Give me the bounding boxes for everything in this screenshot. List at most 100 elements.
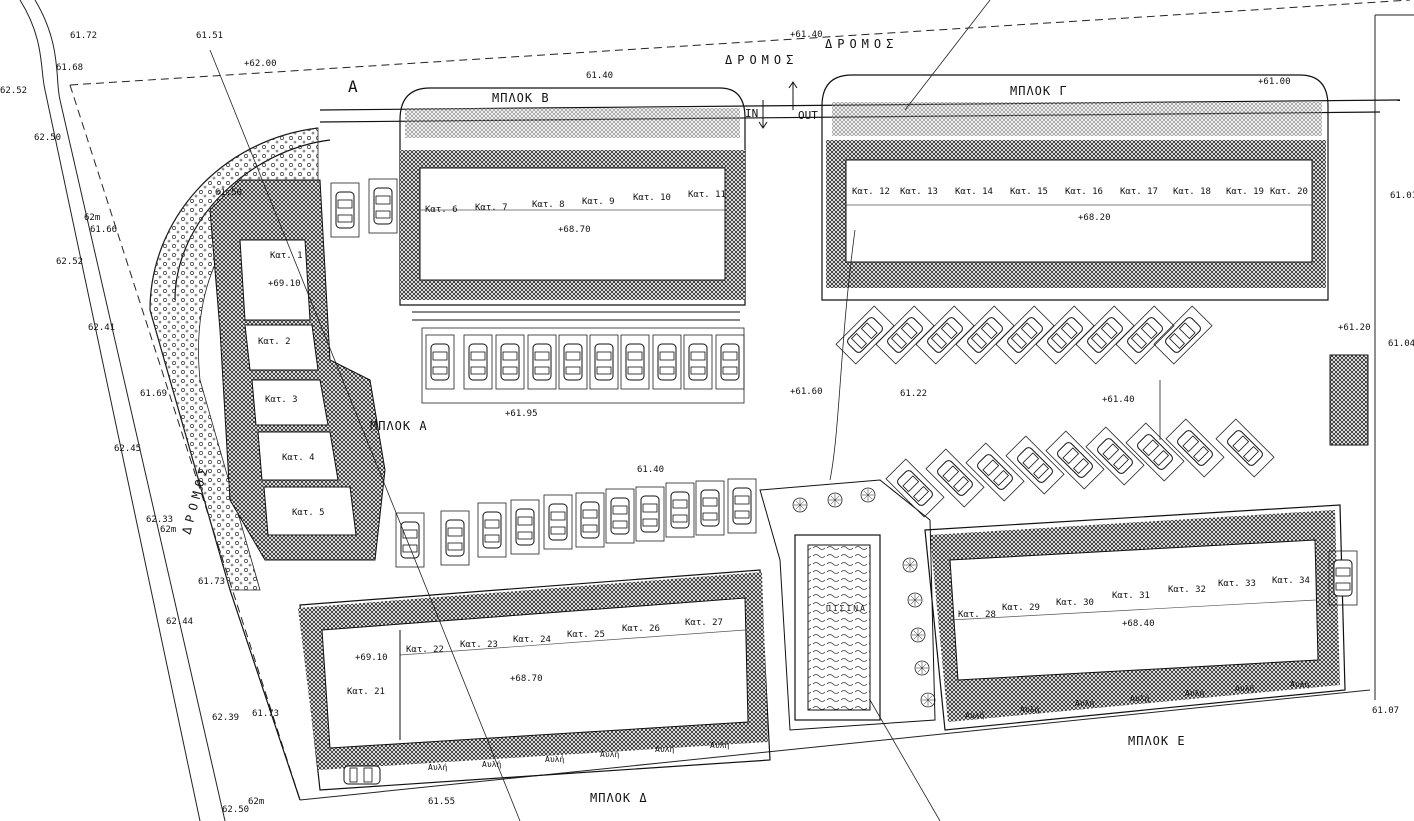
parking-diagonal-north [836,306,1212,364]
svg-text:Αυλή: Αυλή [600,750,619,759]
unit-label: Κατ. 27 [685,618,723,628]
parking-southwest [343,765,381,785]
svg-text:+61.40: +61.40 [790,30,823,40]
svg-text:Αυλή: Αυλή [1130,694,1149,703]
unit-label: Κατ. 18 [1173,187,1211,197]
svg-text:62m: 62m [248,797,264,807]
svg-text:Αυλή: Αυλή [1185,689,1204,698]
entrance-out: OUT [798,109,818,122]
unit-label: Κατ. 9 [582,197,615,207]
level-block-d: +68.70 [510,674,543,684]
svg-text:61.72: 61.72 [70,31,97,41]
svg-text:Αυλή: Αυλή [710,741,729,750]
unit-label: Κατ. 20 [1270,187,1308,197]
level-block-d-2: +69.10 [355,653,388,663]
svg-text:62.52: 62.52 [56,257,83,267]
unit-label: Κατ. 5 [292,508,325,518]
svg-text:+61.20: +61.20 [1338,323,1371,333]
svg-text:+61.40: +61.40 [1102,395,1135,405]
unit-label: Κατ. 29 [1002,603,1040,613]
svg-text:62.33: 62.33 [146,515,173,525]
unit-label: Κατ. 24 [513,635,551,645]
property-boundary [19,0,1414,821]
svg-text:62.41: 62.41 [88,323,115,333]
svg-text:62.50: 62.50 [34,133,61,143]
block-g-name: ΜΠΛΟΚ Γ [1010,84,1068,98]
leader-lines [209,0,1161,821]
unit-label: Κατ. 16 [1065,187,1103,197]
unit-label: Κατ. 25 [567,630,605,640]
block-d [298,569,771,791]
unit-label: Κατ. 31 [1112,591,1150,601]
entrance-arrows [758,81,798,129]
section-marker: A [348,77,358,96]
unit-label: Κατ. 28 [958,610,996,620]
parking-row-south [396,479,756,567]
svg-text:Αυλή: Αυλή [1235,684,1254,693]
service-structure [1329,354,1369,446]
road-label-top-2: ΔΡΟΜΟΣ [825,37,898,51]
svg-text:62m: 62m [84,213,100,223]
svg-text:Αυλή: Αυλή [545,755,564,764]
svg-text:+61.95: +61.95 [505,409,538,419]
svg-text:Αυλή: Αυλή [1020,705,1039,714]
block-d-name: ΜΠΛΟΚ Δ [590,791,648,805]
unit-label: Κατ. 2 [258,337,291,347]
level-block-e: +68.40 [1122,619,1155,629]
unit-label: Κατ. 10 [633,193,671,203]
svg-text:+61.60: +61.60 [790,387,823,397]
unit-label: Κατ. 8 [532,200,565,210]
svg-text:Αυλή: Αυλή [1290,680,1309,689]
block-e [924,504,1346,731]
unit-label: Κατ. 13 [900,187,938,197]
unit-label: Κατ. 26 [622,624,660,634]
unit-label: Κατ. 23 [460,640,498,650]
block-a [209,179,386,561]
unit-label: Κατ. 4 [282,453,315,463]
edge-levels: 61.72 61.68 61.51 62.52 62.50 61.66 62.5… [0,31,279,815]
svg-text:61.40: 61.40 [637,465,664,475]
unit-label: Κατ. 33 [1218,579,1256,589]
unit-label: Κατ. 7 [475,203,508,213]
spot-levels: +62.00 61.40 +61.40 +61.60 +61.00 61.50 … [215,30,1414,807]
unit-label: Κατ. 12 [852,187,890,197]
svg-text:61.07: 61.07 [1372,706,1399,716]
level-block-a: +69.10 [268,279,301,289]
svg-text:+62.00: +62.00 [244,59,277,69]
parking-row-north [421,327,744,404]
unit-label: Κατ. 30 [1056,598,1094,608]
svg-text:61.50: 61.50 [215,188,242,198]
block-b-name: ΜΠΛΟΚ Β [492,91,550,105]
unit-label: Κατ. 14 [955,187,993,197]
unit-label: Κατ. 6 [425,205,458,215]
parking-row-west-tall [331,179,397,237]
svg-text:Αυλή: Αυλή [965,711,984,720]
pool-label: ΠΙΣΙΝΑ [826,604,867,613]
svg-text:Αυλή: Αυλή [428,763,447,772]
svg-text:61.04: 61.04 [1388,339,1414,349]
svg-text:62.39: 62.39 [212,713,239,723]
unit-label: Κατ. 34 [1272,576,1310,586]
unit-label: Κατ. 19 [1226,187,1264,197]
road-label-top-1: ΔΡΟΜΟΣ [725,53,798,67]
unit-label: Κατ. 17 [1120,187,1158,197]
pool [759,479,936,731]
unit-label: Κατ. 22 [406,645,444,655]
unit-label: Κατ. 11 [688,190,726,200]
svg-text:61.22: 61.22 [900,389,927,399]
svg-text:61.01: 61.01 [1390,191,1414,201]
svg-text:62.45: 62.45 [114,444,141,454]
svg-text:62m: 62m [160,525,176,535]
unit-label: Κατ. 32 [1168,585,1206,595]
svg-text:62.50: 62.50 [222,805,249,815]
block-a-name: ΜΠΛΟΚ Α [370,419,428,433]
svg-text:61.68: 61.68 [56,63,83,73]
svg-text:Αυλή: Αυλή [482,760,501,769]
block-b [399,87,746,321]
block-e-name: ΜΠΛΟΚ Ε [1128,734,1186,748]
level-block-b: +68.70 [558,225,591,235]
svg-text:61.69: 61.69 [140,389,167,399]
svg-text:61.51: 61.51 [196,31,223,41]
parking-diagonal-south [886,419,1274,517]
